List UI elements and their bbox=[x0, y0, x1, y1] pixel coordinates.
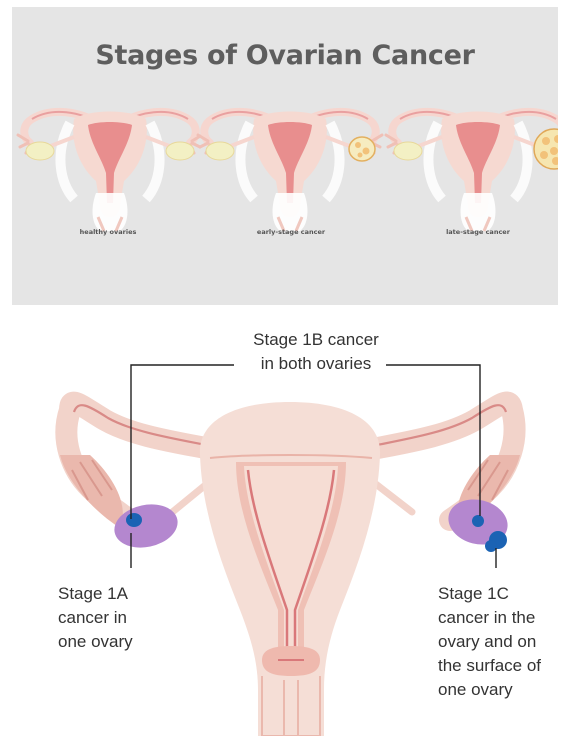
stage-1c-label: Stage 1C cancer in the ovary and on the … bbox=[438, 582, 541, 702]
stage-1a-label: Stage 1A cancer in one ovary bbox=[58, 582, 133, 654]
left-ovary-tumor bbox=[126, 513, 142, 527]
right-ovary-tumor bbox=[472, 515, 484, 527]
left-fimbriae bbox=[60, 455, 123, 528]
stage-1b-label: Stage 1B cancer in both ovaries bbox=[236, 328, 396, 376]
